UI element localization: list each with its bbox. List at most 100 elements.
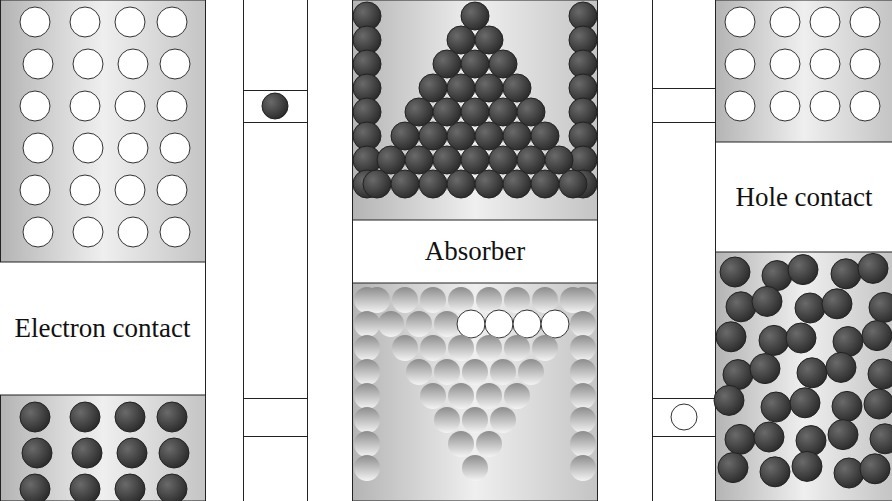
faded-dot [434,311,460,337]
faded-dot [476,383,502,409]
conduction-band [716,0,892,142]
electron-dot [70,402,100,432]
faded-dot [560,287,586,313]
panel-edge [205,0,206,501]
electron-dot [517,98,545,126]
electron-dot [750,354,780,384]
electron-dot [790,388,820,418]
electron-dot [759,325,789,355]
faded-dot [570,455,596,481]
electron-dot [461,98,489,126]
faded-dot [570,383,596,409]
hole-dot [671,404,697,430]
electron-dot [70,474,100,501]
text-stack: Hole contact [735,179,872,215]
panel-edge [352,0,353,501]
hole-dot [810,91,840,121]
electron-dot [447,26,475,54]
band-gap-label-box: Absorber [353,221,597,282]
electron-dot [795,293,825,323]
hole-dot [157,91,187,121]
electron-dot [405,98,433,126]
hole-dot [23,217,53,247]
hole-dot [810,49,840,79]
electron-dot [752,286,782,316]
hole-dot [115,91,145,121]
electron-dot [489,50,517,78]
electron-dot [792,451,822,481]
electron-dot [718,453,748,483]
faded-dot [462,407,488,433]
text-stack: Electron contact [14,310,190,346]
hole-dot [770,49,800,79]
electron-dot [20,402,50,432]
faded-dot [354,455,380,481]
electron-dot [461,146,489,174]
hole-dot [70,7,100,37]
hole-dot [23,133,53,163]
hole-dot [73,49,103,79]
electron-dot [461,50,489,78]
hole-dot [541,310,569,338]
electron-dot [786,323,816,353]
hole-dot [20,7,50,37]
faded-dot [504,287,530,313]
electron-dot [447,122,475,150]
faded-dot [490,407,516,433]
faded-dot [504,383,530,409]
electron-dot [761,392,791,422]
hole-dot [725,7,755,37]
electron-dot [517,146,545,174]
hole-dot [725,49,755,79]
electron-dot [858,253,888,283]
electron-dot [22,438,52,468]
electron-dot [377,146,405,174]
faded-dot [354,311,380,337]
electron-dot [489,146,517,174]
electron-dot [157,474,187,501]
electron-dot [262,93,288,119]
electron-dot [754,422,784,452]
electron-dot [433,98,461,126]
hole-dot [770,7,800,37]
faded-dot [476,335,502,361]
band-gap-label-box: Hole contact [716,143,892,251]
faded-dot [392,287,418,313]
electron-dot [716,322,746,352]
level-box [653,89,716,123]
conduction-band [1,0,206,262]
electron-dot [531,170,559,198]
electron-dot [391,122,419,150]
electron-dot [72,438,102,468]
electron-dot [159,438,189,468]
panel-edge [597,0,598,501]
hole-dot [850,7,880,37]
electron-dot [531,122,559,150]
electron-dot [447,170,475,198]
electron-dot [433,146,461,174]
faded-dot [570,359,596,385]
electron-dot [503,74,531,102]
electron-dot [832,391,862,421]
hole-dot [770,91,800,121]
hole-dot [20,91,50,121]
faded-dot [570,407,596,433]
electron-dot [475,26,503,54]
electron-dot [726,292,756,322]
level-box [244,399,308,437]
hole-dot [118,133,148,163]
band-label: Absorber [425,233,525,269]
electron-dot [559,170,587,198]
electron-dot [363,170,391,198]
hole-dot [725,91,755,121]
hole-dot [73,217,103,247]
hole-dot [70,91,100,121]
electron-dot [475,170,503,198]
electron-dot [796,426,826,456]
hole-dot [457,310,485,338]
electron-dot [503,170,531,198]
faded-dot [378,311,404,337]
faded-dot [570,335,596,361]
faded-dot [354,407,380,433]
electron-dot [117,438,147,468]
